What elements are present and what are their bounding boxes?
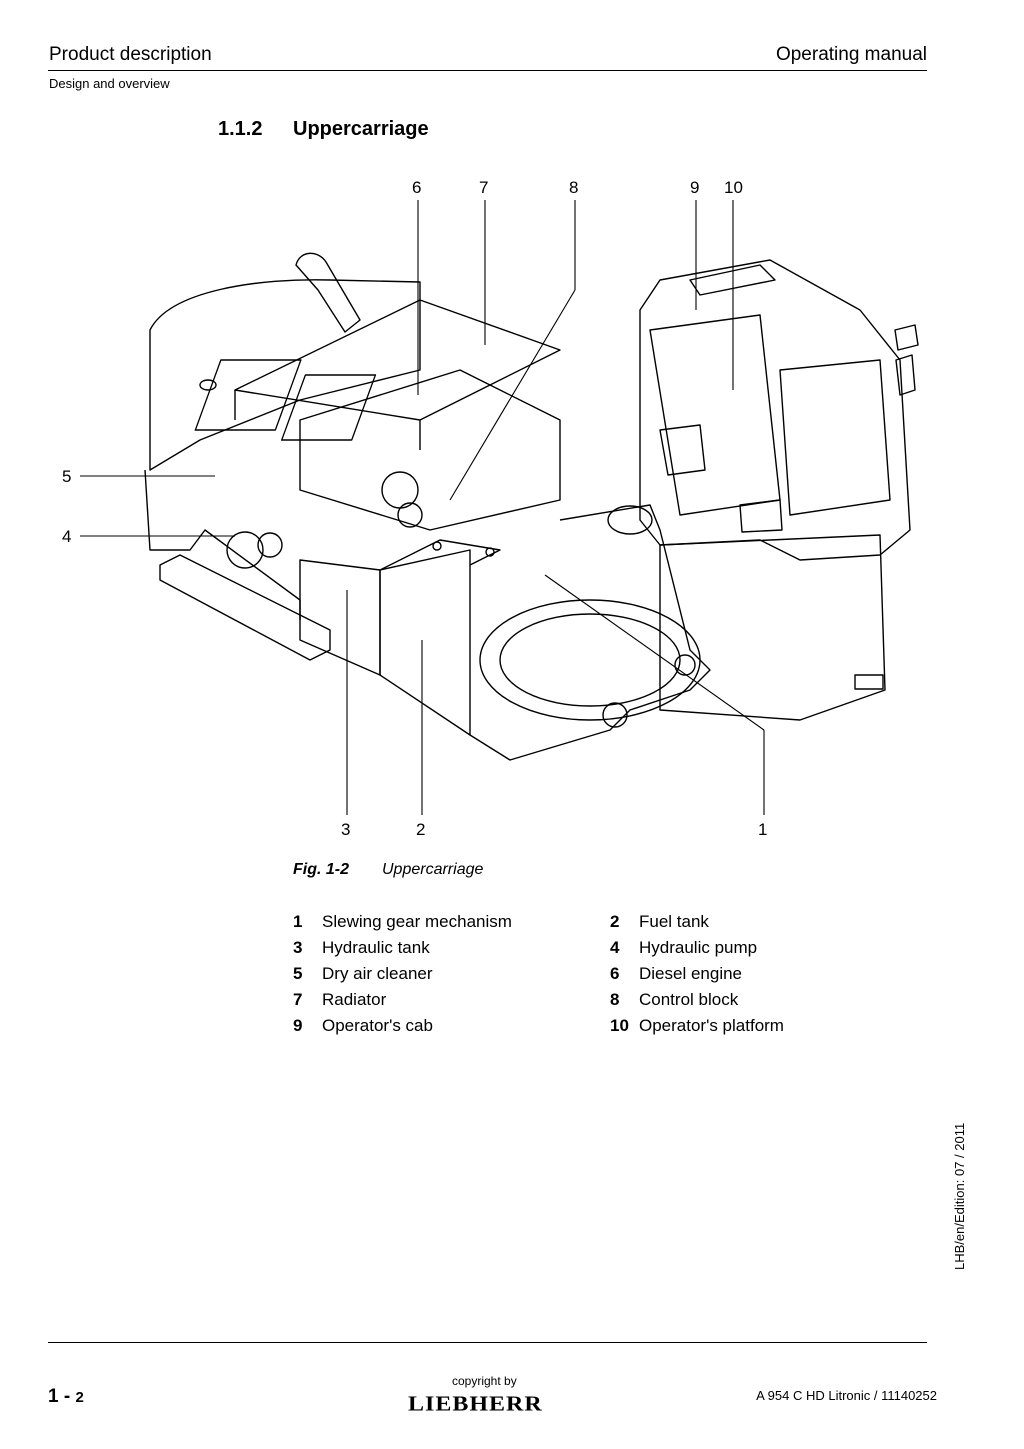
figure-caption-text: Uppercarriage [382,861,484,878]
slewing-ring [479,599,701,721]
callout-7: 7 [479,178,488,197]
engine-block [299,369,561,531]
callout-9: 9 [690,178,699,197]
footer-divider [48,1342,927,1343]
hydraulic-pump-shape [226,531,264,569]
fuel-tank [379,549,471,736]
radiator-grill [194,359,302,431]
figure-label: Fig. 1-2 [293,861,350,878]
counterweight [149,279,421,471]
callout-10: 10 [724,178,743,197]
uppercarriage-drawing: 6 7 8 9 10 5 4 3 2 1 [62,178,919,839]
walkway-step [159,554,331,661]
header-manual-type: Operating manual [775,44,927,65]
callout-2: 2 [416,820,425,839]
figure-caption: Fig. 1-2 Uppercarriage [293,861,483,879]
exhaust-pipe [295,252,361,333]
boom-mount [469,504,711,761]
liebherr-logo: LIEBHERR [408,1392,543,1416]
hydraulic-tank [299,559,381,676]
section-heading: 1.1.2 Uppercarriage [218,118,429,141]
callout-6: 6 [412,178,421,197]
edition-note: LHB/en/Edition: 07 / 2011 [952,1122,967,1270]
header-divider [48,70,927,71]
cab-mirror [894,324,919,351]
callout-8: 8 [569,178,578,197]
section-title: Uppercarriage [293,118,429,140]
callout-4: 4 [62,527,71,546]
page-number: 1 - 2 [48,1386,84,1407]
section-number: 1.1.2 [218,118,263,140]
header-subtitle: Design and overview [49,76,170,91]
copyright-note: copyright by [452,1374,517,1388]
callout-3: 3 [341,820,350,839]
callout-1: 1 [758,820,767,839]
cab-base [659,534,886,721]
document-reference: A 954 C HD Litronic / 11140252 [756,1388,937,1403]
header-title: Product description [49,44,212,65]
callout-5: 5 [62,467,71,486]
operators-cab [639,259,911,561]
